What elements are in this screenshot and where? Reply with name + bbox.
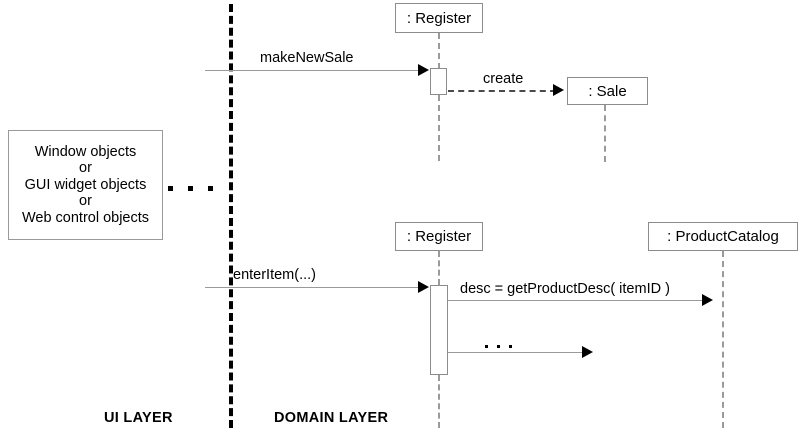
message-label-make-new-sale: makeNewSale: [260, 50, 354, 66]
lifeline-register-bottom-lower: [438, 375, 440, 428]
ui-objects-group-box: Window objects or GUI widget objects or …: [8, 130, 163, 240]
arrowhead-enter-item: [418, 281, 429, 293]
activation-bar-register-top: [430, 68, 447, 95]
ui-objects-ellipsis-icon: [168, 186, 213, 191]
message-line-enter-item: [205, 287, 420, 288]
more-dot-3: [509, 345, 512, 348]
arrowhead-make-new-sale: [418, 64, 429, 76]
lifeline-register-top-upper: [438, 33, 440, 69]
lifeline-head-product-catalog: : ProductCatalog: [648, 222, 798, 251]
ui-group-line-5: Web control objects: [21, 209, 150, 226]
lifeline-product-catalog: [722, 251, 724, 428]
lifeline-label-register-top: : Register: [406, 9, 472, 27]
layer-divider: [229, 4, 233, 428]
ellipsis-dot-3: [208, 186, 213, 191]
message-label-enter-item: enterItem(...): [233, 267, 316, 283]
activation-bar-register-bottom: [430, 285, 448, 375]
lifeline-sale: [604, 105, 606, 162]
message-label-create: create: [483, 71, 524, 87]
arrowhead-more-messages: [582, 346, 593, 358]
message-line-make-new-sale: [205, 70, 420, 71]
message-label-more-messages-icon: [485, 345, 512, 348]
lifeline-label-product-catalog: : ProductCatalog: [667, 228, 779, 245]
ellipsis-dot-2: [188, 186, 193, 191]
arrowhead-create: [553, 84, 564, 96]
ui-group-line-3: GUI widget objects: [24, 176, 147, 193]
caption-domain-layer: DOMAIN LAYER: [274, 410, 389, 426]
lifeline-label-sale: : Sale: [588, 82, 627, 100]
message-line-get-product-desc: [448, 300, 704, 301]
more-dot-2: [497, 345, 500, 348]
lifeline-head-register-bottom: : Register: [395, 222, 483, 251]
ui-group-line-4: or: [79, 193, 92, 210]
message-label-get-product-desc: desc = getProductDesc( itemID ): [460, 281, 670, 297]
ellipsis-dot-1: [168, 186, 173, 191]
lifeline-register-bottom-upper: [438, 251, 440, 285]
message-line-create: [448, 90, 556, 92]
lifeline-register-top-lower: [438, 95, 440, 161]
ui-group-line-2: or: [79, 160, 92, 177]
arrowhead-get-product-desc: [702, 294, 713, 306]
message-line-more-messages: [448, 352, 584, 353]
caption-ui-layer: UI LAYER: [104, 410, 173, 426]
more-dot-1: [485, 345, 488, 348]
lifeline-label-register-bottom: : Register: [406, 228, 472, 245]
lifeline-head-sale: : Sale: [567, 77, 648, 105]
lifeline-head-register-top: : Register: [395, 3, 483, 33]
ui-group-line-1: Window objects: [34, 143, 137, 160]
